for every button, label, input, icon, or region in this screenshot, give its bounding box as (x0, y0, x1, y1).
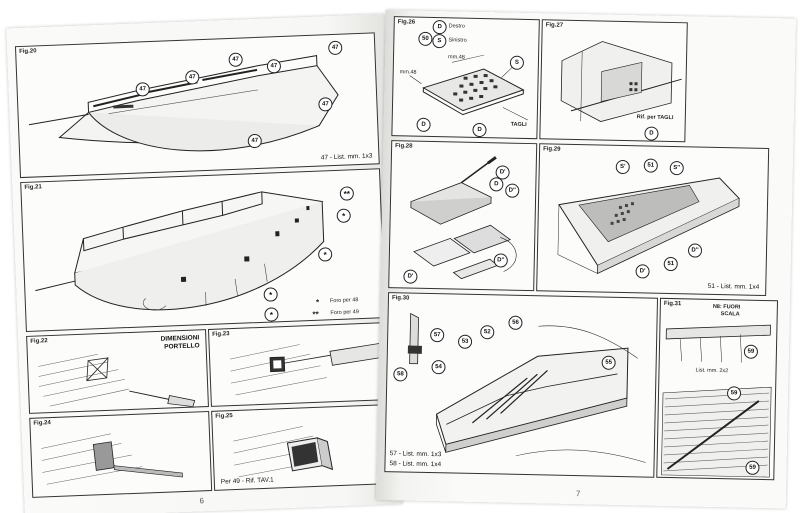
legend-symbol: ** (312, 309, 319, 319)
port-filing-drawing (230, 342, 383, 396)
figure-28: Fig.28 D' D D'' D' D'' (388, 140, 538, 292)
port-template-drawing (409, 54, 528, 121)
figure-31: Fig.31 N8: FUORI SCALA 59 List. mm. 2x2 … (656, 297, 779, 481)
figure-caption: 51 - List. mm. 1x4 (707, 282, 760, 291)
page-number: 7 (575, 489, 581, 499)
legend-symbol: * (315, 297, 320, 307)
figure-22: Fig.22 DIMENSIONI PORTELLO (26, 329, 209, 414)
figure-29: Fig.29 S' 51 S'' D' D'' 51 51 - List. mm… (536, 143, 770, 297)
ship-hull-port-holes-drawing (35, 191, 325, 311)
right-page: Fig.26 50 D Destro S Sinistro mm.48 mm.4… (375, 10, 796, 509)
stern-ladder-drawing (407, 312, 646, 463)
template-cutting-drawing (410, 156, 517, 280)
figure-caption: 57 - List. mm. 1x3 (389, 450, 442, 459)
legend-text: Foro per 48 (329, 297, 359, 305)
cut-label: TAGLI (510, 121, 527, 128)
port-cutting-drawing (38, 353, 196, 408)
page-number: 6 (199, 496, 205, 506)
figure-caption: Rif. per TAGLI (636, 114, 674, 122)
port-frame-drawing (41, 433, 183, 485)
figure-30: Fig.30 57 58 53 52 56 54 55 57 - List. m… (384, 292, 659, 478)
template-placement-drawing (560, 41, 682, 122)
left-page: Fig.20 47 47 47 47 47 47 47 47 - List. m… (6, 14, 403, 513)
figure-23: Fig.23 (207, 322, 389, 407)
figure-21: Fig.21 ** * * * * * Foro per 48 ** (20, 168, 386, 332)
figure-26: Fig.26 50 D Destro S Sinistro mm.48 mm.4… (391, 16, 540, 140)
figure-24: Fig.24 (29, 411, 213, 498)
deck-template-drawing (557, 177, 740, 275)
figure-caption: 58 - List. mm. 1x4 (389, 460, 442, 469)
port-lid-drawing (233, 426, 334, 478)
figure-25: Fig.25 Per 49 - Rif. TAV.1 (211, 404, 393, 491)
figure-caption: List. mm. 2x2 (695, 367, 729, 375)
ladder-detail-drawing (661, 324, 772, 478)
legend-text: Foro per 49 (330, 309, 359, 317)
figure-27: Fig.27 D Rif. per TAGLI (539, 19, 688, 143)
figure-20: Fig.20 47 47 47 47 47 47 47 47 - List. m… (14, 32, 380, 179)
